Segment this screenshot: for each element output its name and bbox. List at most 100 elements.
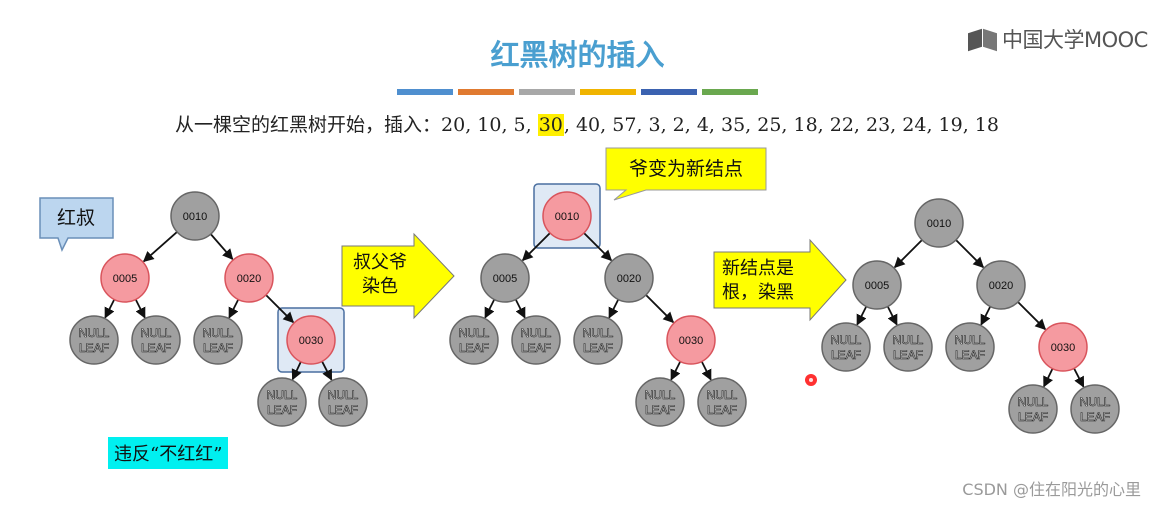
tree-edge bbox=[955, 239, 985, 269]
node-circle bbox=[511, 315, 561, 365]
tree-edge bbox=[893, 239, 923, 269]
red-node: 0020 bbox=[224, 253, 274, 303]
node-circle bbox=[193, 315, 243, 365]
color-bar bbox=[458, 89, 514, 95]
null-leaf-label-line2: LEAF bbox=[141, 341, 171, 355]
null-leaf-label-line2: LEAF bbox=[203, 341, 233, 355]
node-key-label: 0030 bbox=[679, 335, 703, 347]
tree-edge bbox=[228, 299, 240, 319]
insertion-sequence: 从一棵空的红黑树开始，插入：20, 10, 5, 30, 40, 57, 3, … bbox=[175, 110, 999, 137]
tree-edge bbox=[856, 306, 868, 326]
node-circle bbox=[1008, 384, 1058, 434]
step-arrow-root-black: 新结点是 根，染黑 bbox=[713, 238, 847, 322]
tree-edge bbox=[104, 299, 116, 319]
sequence-before: 20, 10, 5, bbox=[441, 114, 538, 136]
watermark: CSDN @住在阳光的心里 bbox=[962, 480, 1141, 499]
tree-edge bbox=[608, 299, 620, 319]
null-leaf-label-line2: LEAF bbox=[459, 341, 489, 355]
null-leaf-label-line1: NULL bbox=[645, 388, 676, 402]
black-node: 0005 bbox=[852, 260, 902, 310]
tree-edge bbox=[484, 299, 496, 319]
color-bar bbox=[580, 89, 636, 95]
step-arrow-recolor-line2: 染色 bbox=[362, 276, 398, 297]
node-circle bbox=[100, 253, 150, 303]
tree-edge bbox=[886, 306, 898, 326]
color-bar bbox=[397, 89, 453, 95]
node-key-label: 0010 bbox=[183, 211, 207, 223]
node-circle bbox=[170, 191, 220, 241]
null-leaf-label-line2: LEAF bbox=[893, 348, 923, 362]
node-key-label: 0005 bbox=[113, 273, 137, 285]
color-bar bbox=[519, 89, 575, 95]
node-circle bbox=[480, 253, 530, 303]
node-key-label: 0005 bbox=[493, 273, 517, 285]
sequence-prefix: 从一棵空的红黑树开始，插入： bbox=[175, 114, 442, 136]
null-leaf-label-line1: NULL bbox=[79, 326, 110, 340]
tree-edge bbox=[583, 232, 613, 262]
null-leaf-label-line1: NULL bbox=[893, 333, 924, 347]
null-leaf-label-line1: NULL bbox=[328, 388, 359, 402]
node-circle bbox=[976, 260, 1026, 310]
callout-grandparent-new-text: 爷变为新结点 bbox=[629, 158, 743, 180]
black-node: 0020 bbox=[604, 253, 654, 303]
tree-edge bbox=[321, 360, 333, 381]
null-leaf-label-line1: NULL bbox=[267, 388, 298, 402]
black-node: 0010 bbox=[914, 198, 964, 248]
null-leaf-label-line2: LEAF bbox=[267, 403, 297, 417]
null-leaf-label-line1: NULL bbox=[141, 326, 172, 340]
tree-edge bbox=[514, 299, 526, 319]
null-leaf-label-line2: LEAF bbox=[955, 348, 985, 362]
node-circle bbox=[945, 322, 995, 372]
node-circle bbox=[1070, 384, 1120, 434]
tree-edge bbox=[142, 231, 178, 263]
null-leaf-label-line2: LEAF bbox=[707, 403, 737, 417]
node-key-label: 0020 bbox=[989, 280, 1013, 292]
null-leaf-label-line2: LEAF bbox=[1080, 410, 1110, 424]
slide-title: 红黑树的插入 bbox=[490, 38, 665, 72]
node-circle bbox=[1038, 322, 1088, 372]
red-node: 0030 bbox=[286, 315, 336, 365]
node-circle bbox=[449, 315, 499, 365]
step-arrow-root-black-line2: 根，染黑 bbox=[722, 282, 794, 303]
node-key-label: 0020 bbox=[617, 273, 641, 285]
black-node: 0010 bbox=[170, 191, 220, 241]
callout-red-uncle: 红叔 bbox=[39, 197, 114, 252]
tree-edge bbox=[521, 232, 551, 262]
null-leaf-label-line1: NULL bbox=[1018, 395, 1049, 409]
node-circle bbox=[69, 315, 119, 365]
null-leaf-label-line1: NULL bbox=[831, 333, 862, 347]
callout-red-uncle-text: 红叔 bbox=[57, 207, 95, 229]
step-arrow-recolor-line1: 叔父爷 bbox=[353, 252, 407, 273]
laser-pointer-dot bbox=[805, 374, 817, 386]
null-leaf-label-line2: LEAF bbox=[1018, 410, 1048, 424]
null-leaf-label-line2: LEAF bbox=[328, 403, 358, 417]
tree-edge bbox=[134, 299, 146, 319]
tree-edge bbox=[1043, 368, 1054, 388]
node-circle bbox=[635, 377, 685, 427]
red-node: 0030 bbox=[666, 315, 716, 365]
sequence-after: , 40, 57, 3, 2, 4, 35, 25, 18, 22, 23, 2… bbox=[563, 114, 999, 136]
tree-edge bbox=[1073, 367, 1085, 388]
node-key-label: 0030 bbox=[1051, 342, 1075, 354]
mooc-logo-text: 中国大学MOOC bbox=[1002, 28, 1148, 52]
black-node: 0005 bbox=[480, 253, 530, 303]
node-circle bbox=[257, 377, 307, 427]
node-key-label: 0020 bbox=[237, 273, 261, 285]
null-leaf-label-line2: LEAF bbox=[583, 341, 613, 355]
null-leaf-label-line1: NULL bbox=[1080, 395, 1111, 409]
tree-edge bbox=[265, 294, 295, 324]
node-circle bbox=[131, 315, 181, 365]
